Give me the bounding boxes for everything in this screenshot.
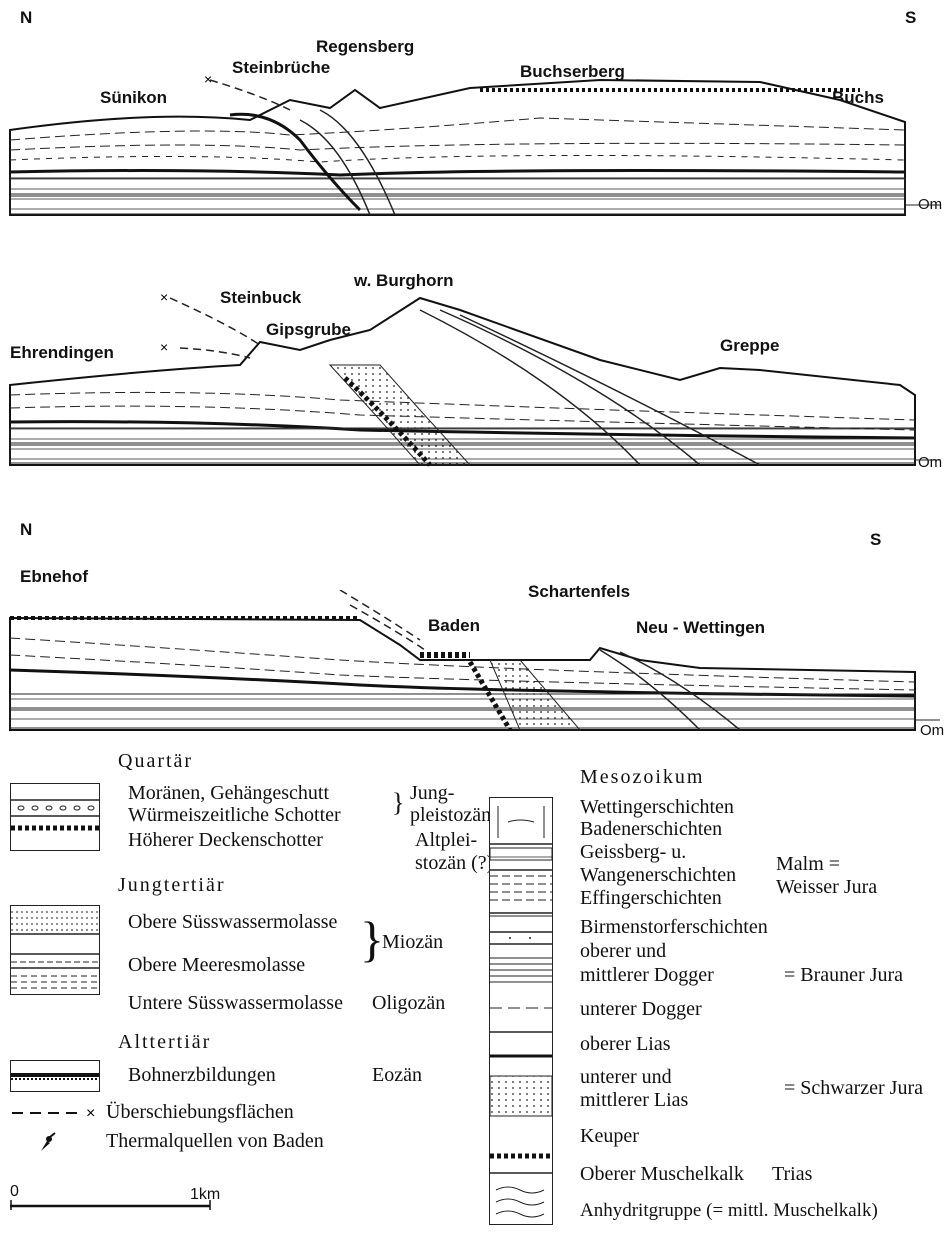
legend-age: = Brauner Jura (784, 964, 903, 987)
legend-item: Moränen, Gehängeschutt (128, 782, 329, 805)
legend-item: Würmeiszeitliche Schotter (128, 804, 341, 827)
north-label: N (20, 520, 32, 540)
legend-age: Eozän (372, 1064, 422, 1087)
legend-item: Birmenstorferschichten (580, 916, 768, 939)
brace: } (360, 914, 384, 964)
legend-item: Überschiebungsflächen (106, 1101, 294, 1124)
svg-text:×: × (160, 289, 168, 305)
legend-item: Oberer Muschelkalk (580, 1163, 744, 1186)
legend-item: unterer und (580, 1066, 672, 1089)
svg-text:×: × (86, 1105, 95, 1122)
legend-heading-quartaer: Quartär (118, 750, 193, 773)
cross-section-2-drawing: × × (0, 270, 949, 480)
thrust-line-symbol: × (10, 1103, 110, 1123)
brace: } (392, 788, 404, 818)
cross-section-1-drawing: × (0, 0, 949, 230)
legend-item: Anhydritgruppe (= mittl. Muschelkalk) (580, 1200, 878, 1222)
legend-item: oberer Lias (580, 1033, 671, 1056)
legend-swatch-bohnerz (10, 1060, 100, 1092)
legend-heading-jungtertiaer: Jungtertiär (118, 874, 226, 897)
legend-item: Bohnerzbildungen (128, 1064, 276, 1087)
legend-age: Miozän (382, 931, 443, 954)
legend-item: mittlerer Dogger (580, 964, 714, 987)
legend-age: Trias (772, 1163, 812, 1186)
legend-column-mesozoikum (489, 797, 553, 1225)
cross-section-3-drawing (0, 590, 949, 745)
legend-age: Jung- (410, 782, 454, 805)
scale-bar (10, 1200, 220, 1212)
legend-age: pleistozän (410, 804, 491, 827)
legend-age: Oligozän (372, 992, 445, 1015)
place-label: Ebnehof (20, 567, 88, 587)
legend-heading-alttertiaer: Alttertiär (118, 1031, 211, 1054)
legend-item: Thermalquellen von Baden (106, 1130, 324, 1153)
legend-item: Wangenerschichten (580, 864, 736, 887)
legend-item: Untere Süsswassermolasse (128, 992, 343, 1015)
legend-age: = Schwarzer Jura (784, 1077, 923, 1100)
legend-item: Obere Meeresmolasse (128, 954, 305, 977)
legend-age: Weisser Jura (776, 876, 877, 899)
legend-age: Altplei- (415, 829, 477, 852)
south-label: S (870, 530, 881, 550)
legend-heading-mesozoikum: Mesozoikum (580, 766, 704, 789)
svg-text:×: × (204, 71, 212, 87)
scale-zero: 0 (10, 1183, 19, 1201)
legend-item: mittlerer Lias (580, 1089, 688, 1112)
legend-item: Geissberg- u. (580, 841, 686, 864)
legend-swatch-quartaer (10, 783, 100, 851)
legend-item: unterer Dogger (580, 998, 702, 1021)
legend-item: Effingerschichten (580, 887, 722, 910)
legend-item: Wettingerschichten (580, 796, 734, 819)
legend-age: Malm = (776, 853, 840, 876)
legend-item: Obere Süsswassermolasse (128, 911, 337, 934)
legend-age: stozän (?) (415, 852, 493, 875)
legend-item: Keuper (580, 1125, 639, 1148)
legend-swatch-jungtertiaer (10, 905, 100, 995)
legend-item: Badenerschichten (580, 818, 722, 841)
legend-item: Höherer Deckenschotter (128, 829, 323, 852)
svg-text:×: × (160, 339, 168, 355)
legend-item: oberer und (580, 940, 666, 963)
thermal-spring-icon (38, 1131, 58, 1153)
